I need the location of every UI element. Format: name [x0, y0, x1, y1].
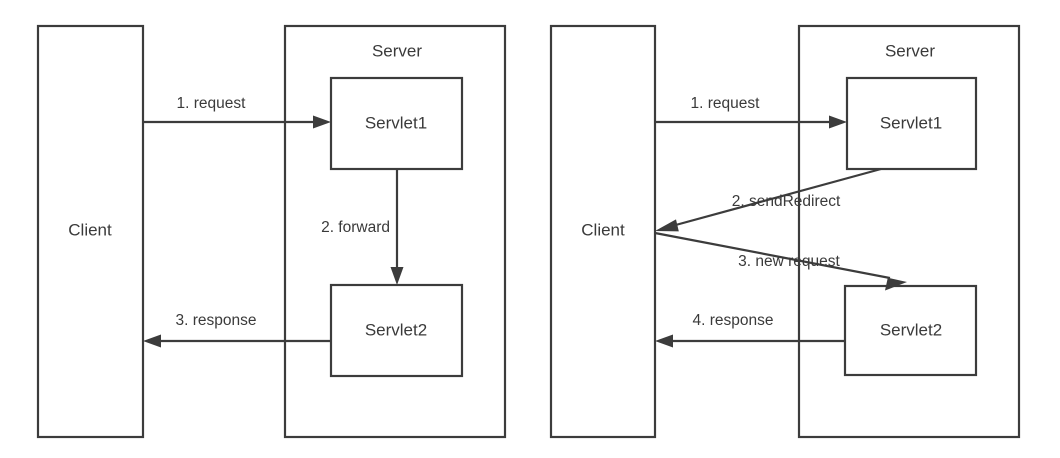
servlet1-label-redirect: Servlet1	[880, 113, 942, 132]
server-label-redirect: Server	[885, 41, 935, 60]
client-label-forward: Client	[68, 220, 112, 239]
server-label-forward: Server	[372, 41, 422, 60]
forward-panel: Client Server Servlet1 Servlet2 1. reque…	[36, 24, 507, 439]
servlet2-label-redirect: Servlet2	[880, 320, 942, 339]
flow-label-sendredirect-redirect: 2. sendRedirect	[732, 193, 841, 210]
servlet1-label-forward: Servlet1	[365, 113, 427, 132]
flow-arrow-response-redirect	[655, 334, 845, 348]
flow-arrow-response-forward	[143, 334, 331, 348]
flow-label-forward-forward: 2. forward	[321, 219, 390, 236]
flow-label-response-redirect: 4. response	[693, 312, 774, 329]
servlet2-label-forward: Servlet2	[365, 320, 427, 339]
client-label-redirect: Client	[581, 220, 625, 239]
servlet1-box-redirect	[845, 76, 978, 171]
flow-arrow-request-forward	[143, 115, 331, 129]
flow-arrow-request-redirect	[655, 115, 847, 129]
client-box-redirect	[549, 24, 657, 439]
flow-arrow-newrequest-redirect	[654, 231, 907, 291]
servlet1-box-forward	[329, 76, 464, 171]
servlet2-box-redirect	[843, 284, 978, 377]
servlet2-box-forward	[329, 283, 464, 378]
flow-label-request-forward: 1. request	[177, 95, 247, 112]
redirect-panel: Client Server Servlet1 Servlet2 1. reque…	[549, 24, 1021, 439]
flow-arrow-forward-forward	[390, 169, 404, 285]
flow-label-response-forward: 3. response	[176, 312, 257, 329]
flow-label-newrequest-redirect: 3. new request	[738, 253, 840, 270]
flow-label-request-redirect: 1. request	[691, 95, 761, 112]
client-box-forward	[36, 24, 145, 439]
flow-arrow-sendredirect-redirect	[655, 167, 882, 232]
